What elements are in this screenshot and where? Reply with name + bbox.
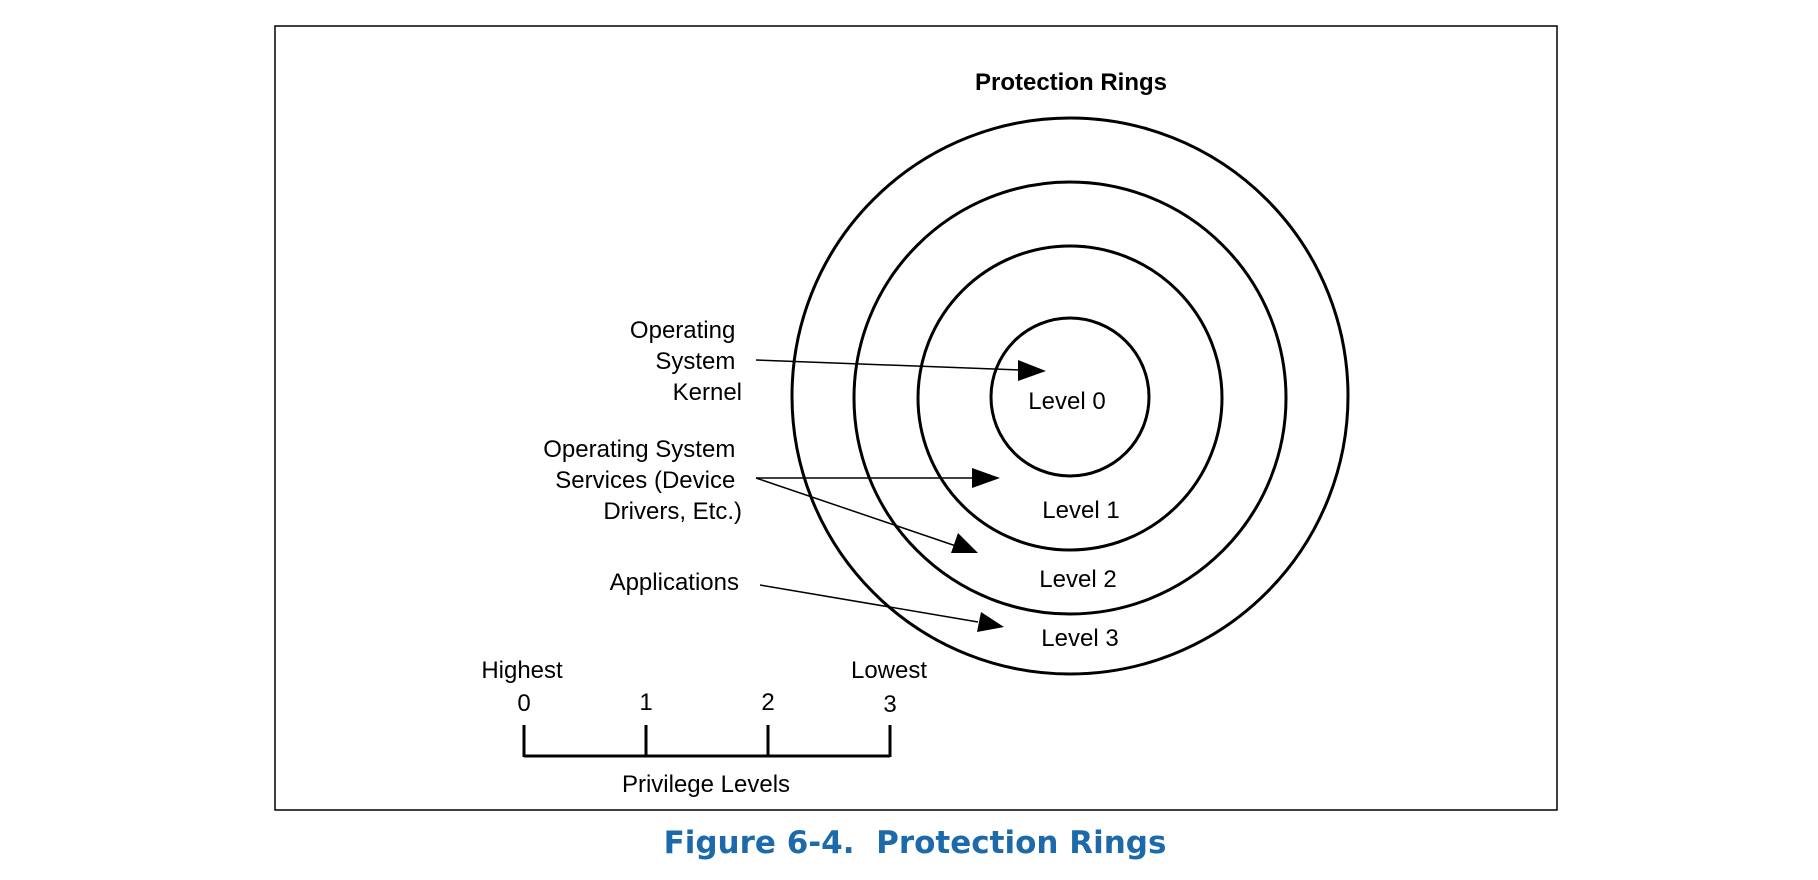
- scale-highest-label: Highest: [481, 657, 563, 684]
- diagram-title: Protection Rings: [975, 69, 1167, 96]
- scale-tick-label-3: 3: [883, 691, 896, 718]
- ring-label-level-1: Level 1: [1042, 497, 1119, 524]
- callout-kernel: Operating System Kernel: [630, 317, 742, 406]
- ring-level-2: [852, 180, 1288, 616]
- figure-frame: [274, 25, 1558, 811]
- arrow-kernel: [755, 359, 1046, 381]
- arrow-applications: [759, 584, 1004, 632]
- scale-tick-label-0: 0: [517, 690, 530, 717]
- ring-level-3: [790, 116, 1350, 676]
- scale-axis-label: Privilege Levels: [622, 771, 790, 798]
- scale-tick-label-1: 1: [639, 689, 652, 716]
- ring-level-1: [916, 244, 1224, 552]
- callout-services-line-2: Services (Device: [555, 467, 735, 494]
- arrow-services-level-1: [756, 468, 1000, 488]
- callout-services-line-3: Drivers, Etc.): [603, 498, 742, 525]
- privilege-scale-bar: [522, 725, 892, 758]
- callout-kernel-line-3: Kernel: [673, 379, 742, 406]
- ring-level-0: [989, 316, 1151, 478]
- callout-kernel-line-2: System: [655, 348, 735, 375]
- figure-caption: Figure 6-4. Protection Rings: [664, 825, 1167, 861]
- arrow-services-level-2: [755, 477, 978, 553]
- callout-services: Operating System Services (Device Driver…: [543, 436, 742, 525]
- ring-label-level-0: Level 0: [1028, 388, 1105, 415]
- ring-label-level-2: Level 2: [1039, 566, 1116, 593]
- scale-lowest-label: Lowest: [851, 657, 927, 684]
- callout-services-line-1: Operating System: [543, 436, 735, 463]
- scale-tick-label-2: 2: [761, 689, 774, 716]
- callout-applications: Applications: [610, 569, 739, 596]
- callout-kernel-line-1: Operating: [630, 317, 735, 344]
- ring-label-level-3: Level 3: [1041, 625, 1118, 652]
